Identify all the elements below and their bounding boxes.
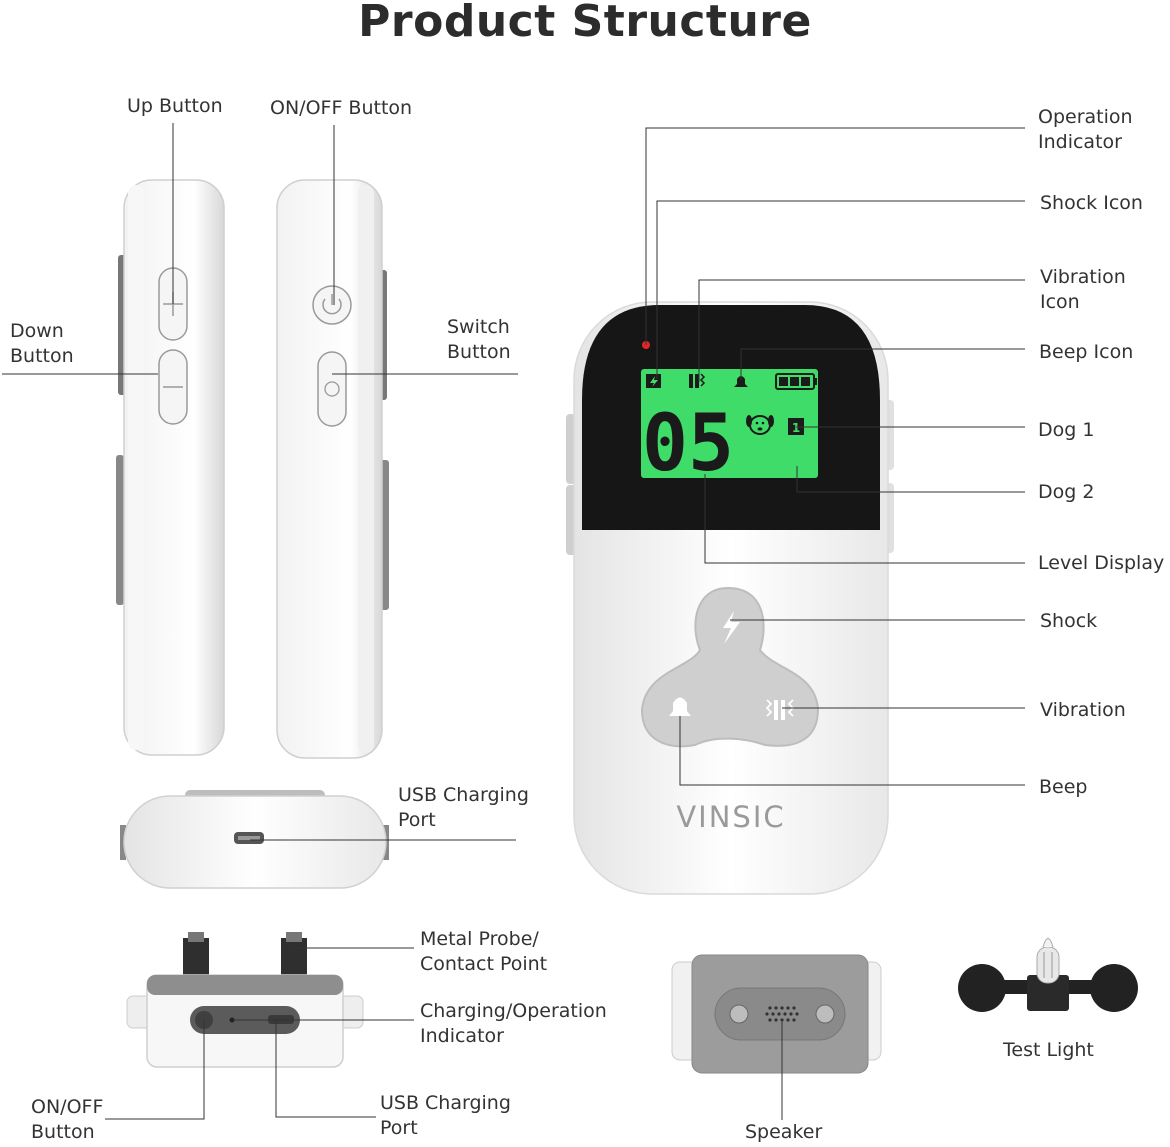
brand-logo: VINSIC bbox=[676, 800, 785, 834]
remote-bottom-view bbox=[120, 790, 389, 889]
label-vibration: Vibration bbox=[1040, 699, 1126, 721]
label-beep-icon: Beep Icon bbox=[1039, 341, 1134, 363]
lcd-beep-icon bbox=[734, 376, 748, 387]
label-charging-indicator: Charging/Operation Indicator bbox=[420, 1000, 607, 1047]
label-operation-indicator: Operation Indicator bbox=[1038, 106, 1133, 153]
label-up-button: Up Button bbox=[127, 95, 223, 117]
label-test-light: Test Light bbox=[1003, 1039, 1094, 1061]
remote-left-side-view bbox=[116, 179, 225, 756]
label-onoff-button-bottom: ON/OFF Button bbox=[31, 1096, 104, 1143]
collar-indicator bbox=[229, 1017, 235, 1023]
label-shock-icon: Shock Icon bbox=[1040, 192, 1143, 214]
label-switch-button: Switch Button bbox=[447, 316, 511, 363]
shock-button-icon[interactable] bbox=[723, 611, 740, 644]
switch-button bbox=[317, 351, 347, 427]
label-down-button: Down Button bbox=[10, 320, 74, 367]
speaker-grille bbox=[765, 1006, 799, 1022]
lcd-level-display: 05 bbox=[642, 399, 734, 489]
remote-right-side-view bbox=[276, 179, 389, 759]
svg-text:1: 1 bbox=[792, 421, 800, 435]
speaker-view bbox=[671, 954, 882, 1074]
remote-front-view: 05 1 VINSIC bbox=[566, 301, 894, 895]
label-metal-probe: Metal Probe/ Contact Point bbox=[420, 928, 548, 975]
leader-lines bbox=[2, 123, 1025, 1120]
collar-receiver bbox=[126, 932, 364, 1068]
lcd-screen bbox=[641, 369, 818, 478]
label-dog2: Dog 2 bbox=[1038, 481, 1095, 503]
page-title: Product Structure bbox=[358, 0, 812, 47]
beep-button-icon[interactable] bbox=[669, 697, 691, 717]
label-beep: Beep bbox=[1039, 776, 1088, 798]
label-speaker: Speaker bbox=[745, 1121, 823, 1143]
label-vibration-icon: Vibration Icon bbox=[1040, 266, 1126, 313]
test-light bbox=[958, 938, 1138, 1012]
lcd-dog-icon bbox=[746, 415, 774, 435]
label-level-display: Level Display bbox=[1038, 552, 1165, 574]
lcd-vibration-icon bbox=[689, 373, 706, 388]
label-onoff-button-top: ON/OFF Button bbox=[270, 97, 413, 119]
label-usb-port-collar: USB Charging Port bbox=[380, 1092, 511, 1139]
label-usb-port-remote: USB Charging Port bbox=[398, 784, 529, 831]
label-dog1: Dog 1 bbox=[1038, 419, 1095, 441]
label-shock: Shock bbox=[1040, 610, 1098, 632]
